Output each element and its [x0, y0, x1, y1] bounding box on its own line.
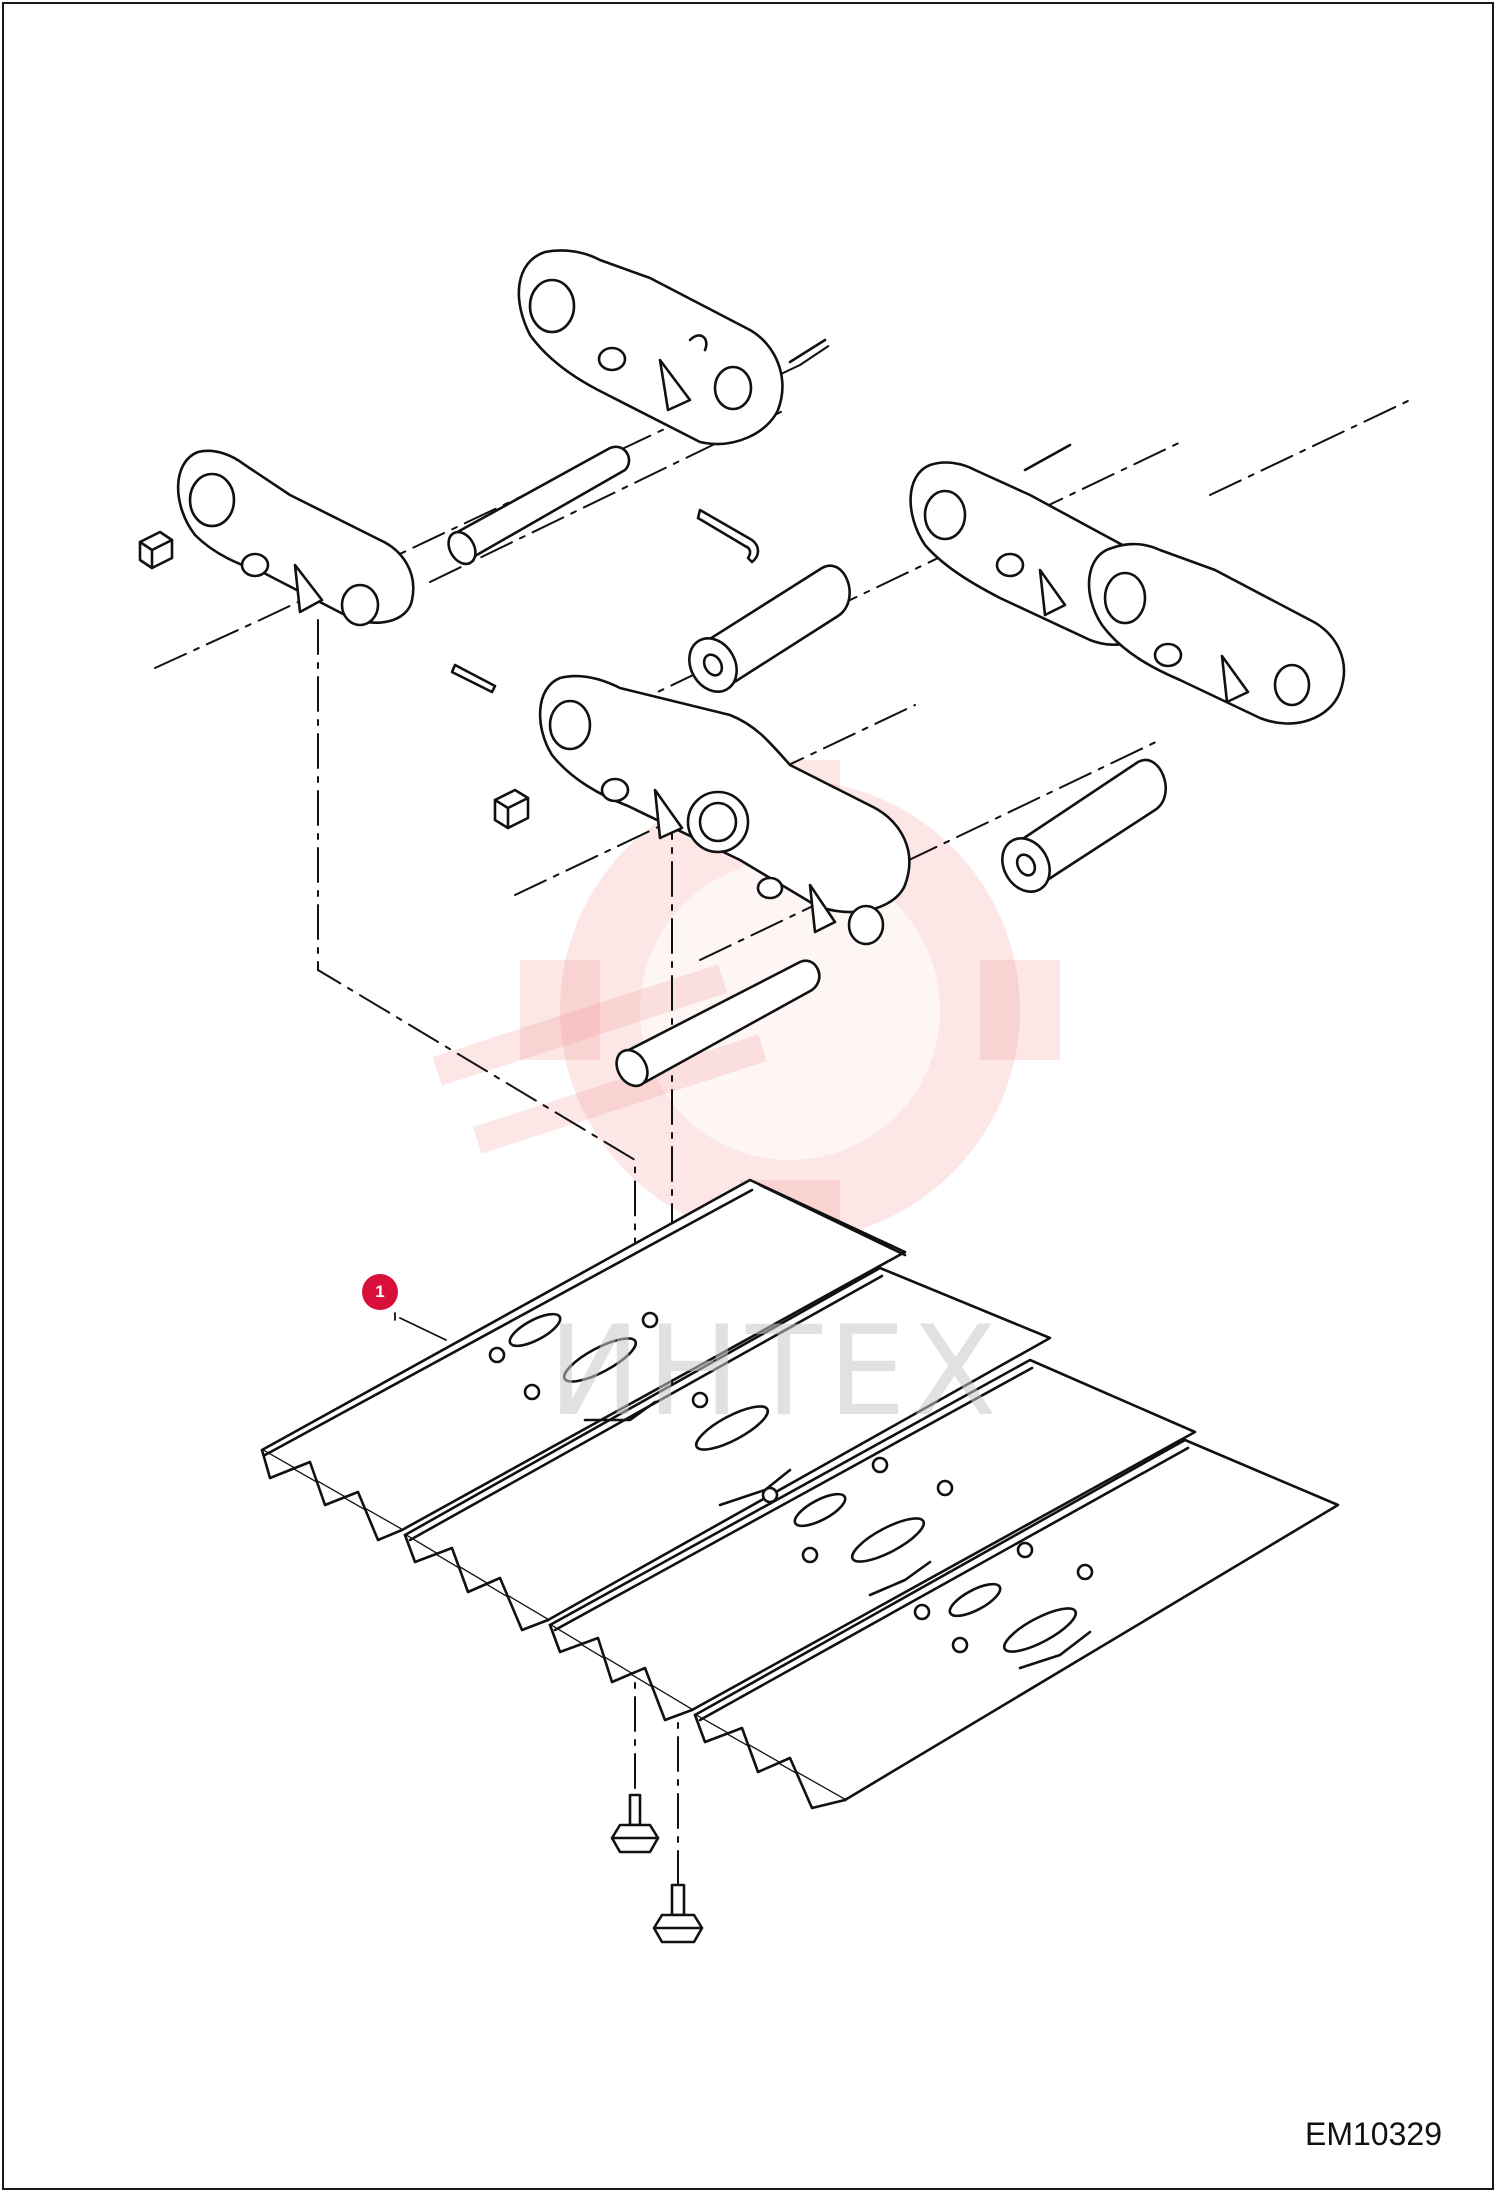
drawing-code: EM10329	[1305, 2116, 1442, 2152]
shoe-bolts	[610, 1793, 704, 1944]
middle-link	[538, 674, 911, 946]
callout-badge-1[interactable]: 1	[362, 1274, 398, 1310]
master-pin	[447, 445, 760, 694]
track-pin	[615, 959, 821, 1088]
callout-1-leader	[394, 1312, 447, 1341]
link-nuts	[138, 530, 530, 830]
watermark-text: ИНТЕХ	[548, 1300, 1004, 1444]
right-links	[909, 443, 1346, 725]
upper-left-link	[176, 449, 415, 627]
upper-link	[517, 249, 827, 446]
bushings	[688, 564, 1167, 893]
track-shoes	[260, 1178, 1340, 1810]
